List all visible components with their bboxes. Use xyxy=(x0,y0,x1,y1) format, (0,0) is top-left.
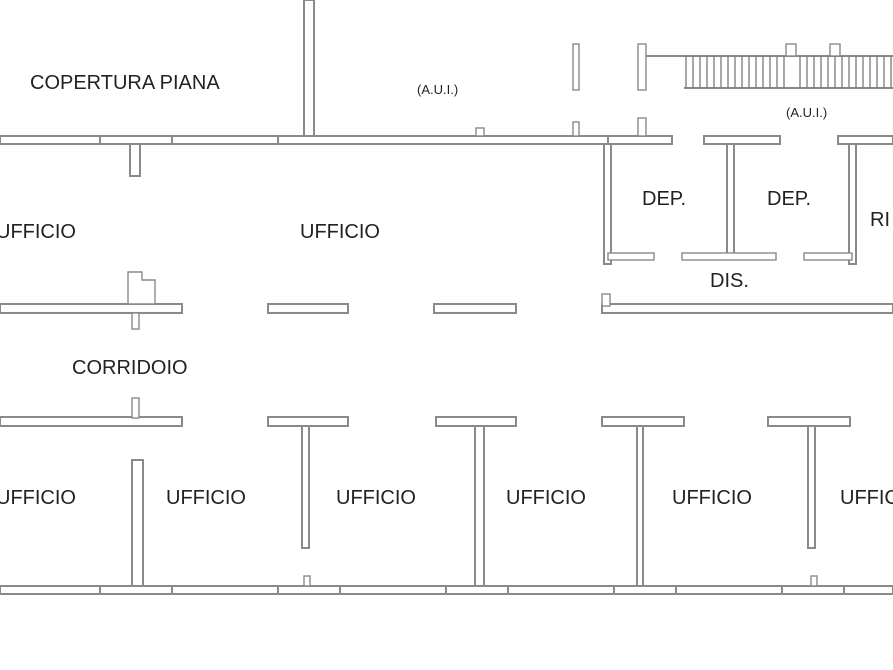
label-ufficio-mid-left: UFFICIO xyxy=(0,221,76,243)
label-dep-1: DEP. xyxy=(642,188,686,210)
label-ufficio-b6: UFFICIO xyxy=(840,487,893,509)
corridor-upper-wall xyxy=(0,271,893,330)
top-walls xyxy=(0,0,893,177)
label-ri: RI xyxy=(870,209,890,231)
stairs-icon xyxy=(646,43,893,89)
label-dis: DIS. xyxy=(710,270,749,292)
label-ufficio-b5: UFFICIO xyxy=(672,487,752,509)
label-ufficio-b4: UFFICIO xyxy=(506,487,586,509)
label-copertura-piana: COPERTURA PIANA xyxy=(30,72,220,94)
dep-walls xyxy=(603,143,857,265)
room-labels: COPERTURA PIANA (A.U.I.) (A.U.I.) UFFICI… xyxy=(0,72,893,509)
label-corridoio: CORRIDOIO xyxy=(72,357,188,379)
label-aui-left: (A.U.I.) xyxy=(417,82,458,97)
label-ufficio-b3: UFFICIO xyxy=(336,487,416,509)
label-dep-2: DEP. xyxy=(767,188,811,210)
label-aui-right: (A.U.I.) xyxy=(786,105,827,120)
corridor-lower-wall xyxy=(0,397,851,427)
label-ufficio-mid-center: UFFICIO xyxy=(300,221,380,243)
label-ufficio-b1: UFFICIO xyxy=(0,487,76,509)
label-ufficio-b2: UFFICIO xyxy=(166,487,246,509)
bottom-wall xyxy=(0,575,893,595)
